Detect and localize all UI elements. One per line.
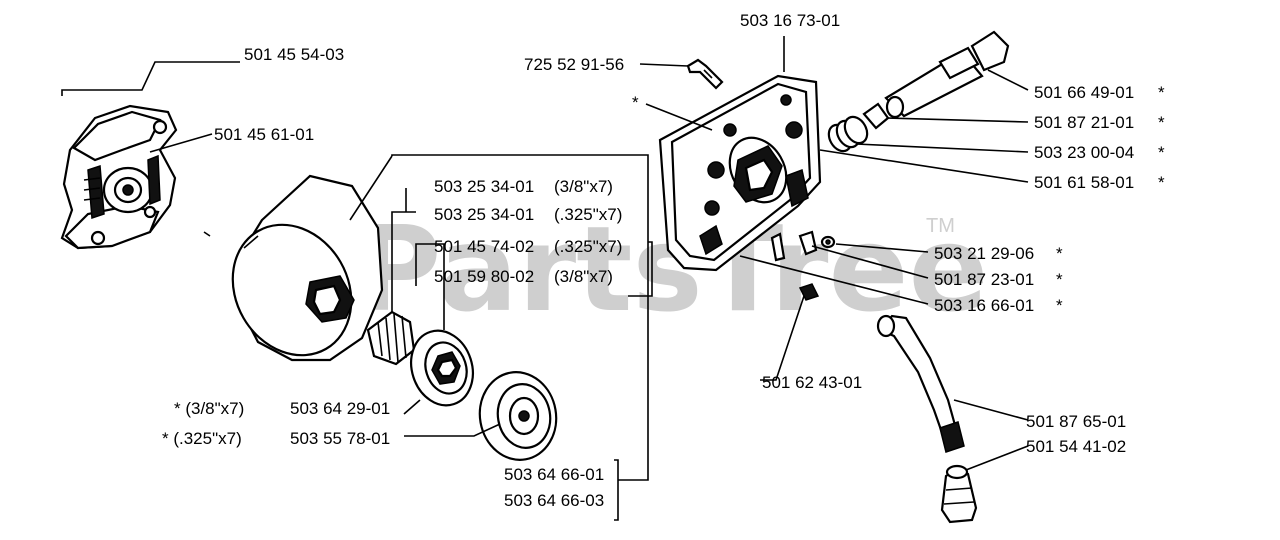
star-piston: * [1158, 113, 1165, 132]
label-screw: 725 52 91-56 [524, 55, 624, 74]
label-rim-38-note: * (3/8"x7) [174, 399, 244, 418]
leader-plug [819, 149, 1029, 183]
rim-sprocket-drawing [410, 329, 474, 407]
star-spring: * [1158, 143, 1165, 162]
leader-spring [855, 143, 1029, 153]
clutch-drum-drawing [203, 174, 384, 362]
screw-drawing [686, 58, 724, 90]
leader-piston [887, 117, 1029, 123]
pump-spring-drawing [827, 115, 869, 153]
label-clutch-assembly: 501 45 54-03 [244, 45, 344, 64]
star-shaft: * [1158, 83, 1165, 102]
label-drum-325-size: (.325"x7) [554, 205, 622, 224]
star-adj-pin: * [1056, 296, 1063, 315]
label-drum-38-size: (3/8"x7) [554, 177, 613, 196]
label-clutch-spring: 501 45 61-01 [214, 125, 314, 144]
rim-sprocket-2-drawing [478, 371, 558, 461]
pump-shaft-drawing [884, 30, 1010, 119]
label-pump-spring: 503 23 00-04 [1034, 143, 1134, 162]
label-kit-2: 503 64 66-03 [504, 491, 604, 510]
kit-bracket-inner [628, 241, 653, 297]
leader-filter [965, 445, 1029, 471]
kit-bracket-bottom [614, 459, 619, 521]
label-rim-325: 503 55 78-01 [290, 429, 390, 448]
label-oil-pump: 503 16 73-01 [740, 11, 840, 30]
label-pump-piston: 501 87 21-01 [1034, 113, 1134, 132]
leader-clutch-spring [149, 133, 213, 153]
label-drum-b-325-size: (.325"x7) [554, 237, 622, 256]
star-adj-spring: * [1056, 270, 1063, 289]
oil-filter-drawing [940, 464, 978, 524]
label-oil-hose: 501 87 65-01 [1026, 412, 1126, 431]
label-pump-star: * [632, 93, 639, 112]
leader-screw [639, 63, 689, 67]
leader-shaft [987, 69, 1029, 91]
leader-adj-pin [739, 255, 929, 305]
leader-hose [953, 399, 1029, 421]
bracket-sprocket [415, 243, 445, 330]
adjusting-parts-drawing [770, 230, 836, 301]
label-rim-38: 503 64 29-01 [290, 399, 390, 418]
leader-adj-spring [811, 245, 929, 279]
label-pump-shaft: 501 66 49-01 [1034, 83, 1134, 102]
leader-valve [760, 295, 805, 381]
label-drum-b-38-size: (3/8"x7) [554, 267, 613, 286]
star-plug: * [1158, 173, 1165, 192]
pump-piston-drawing [862, 102, 890, 130]
star-adj-screw: * [1056, 244, 1063, 263]
label-adj-pin: 503 16 66-01 [934, 296, 1034, 315]
label-adj-screw: 503 21 29-06 [934, 244, 1034, 263]
watermark-trademark: TM [926, 215, 955, 237]
leader-rim-325 [404, 423, 501, 437]
label-drum-325: 503 25 34-01 [434, 205, 534, 224]
leader-drum [349, 155, 393, 221]
label-drum-b-38: 501 59 80-02 [434, 267, 534, 286]
bracket-top [391, 154, 628, 156]
leader-pump-star [645, 103, 713, 131]
label-rim-325-note: * (.325"x7) [162, 429, 242, 448]
label-kit-1: 503 64 66-01 [504, 465, 604, 484]
kit-bracket [618, 154, 649, 481]
clutch-assembly-drawing [60, 61, 240, 250]
label-pump-plug: 501 61 58-01 [1034, 173, 1134, 192]
label-valve: 501 62 43-01 [762, 373, 862, 392]
label-drum-38: 503 25 34-01 [434, 177, 534, 196]
label-oil-filter: 501 54 41-02 [1026, 437, 1126, 456]
leader-rim-38 [403, 399, 421, 415]
label-adj-spring: 501 87 23-01 [934, 270, 1034, 289]
leader-adj-screw [835, 243, 929, 253]
leader-bearing [391, 211, 416, 312]
label-drum-b-325: 501 45 74-02 [434, 237, 534, 256]
oil-hose-drawing [876, 314, 965, 453]
